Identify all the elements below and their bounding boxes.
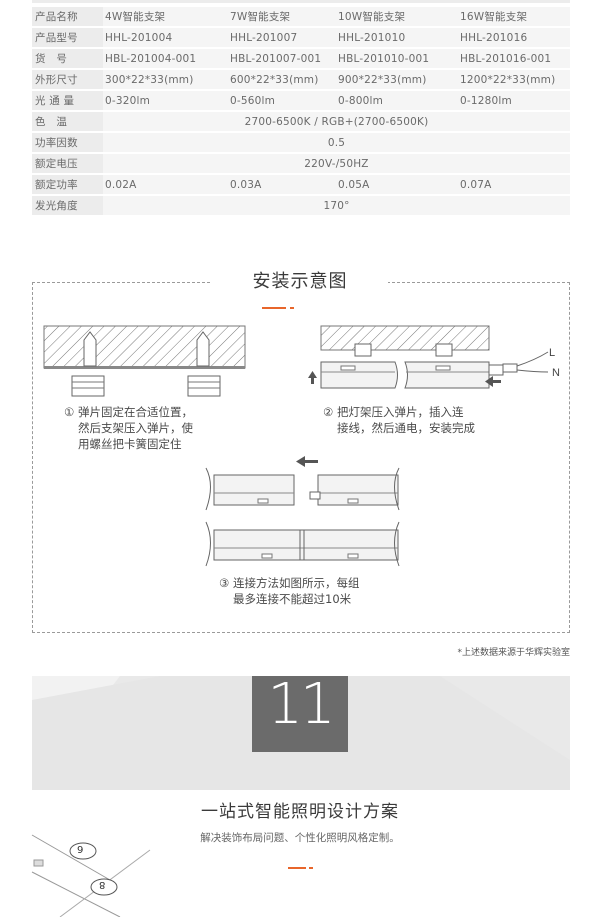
spec-label: 额定功率 bbox=[32, 175, 103, 194]
spec-value: HBL-201007-001 bbox=[224, 49, 332, 68]
spec-value: 0.05A bbox=[332, 175, 454, 194]
section-accent-dot bbox=[309, 867, 313, 869]
spec-value: 0.07A bbox=[454, 175, 570, 194]
spec-value: 0-320lm bbox=[103, 91, 224, 110]
section-title: 一站式智能照明设计方案 bbox=[201, 802, 399, 822]
step1-text: ① 弹片固定在合适位置， 然后支架压入弹片，使 用螺丝把卡簧固定住 bbox=[64, 405, 193, 451]
spec-value: 16W智能支架 bbox=[454, 7, 570, 26]
spec-value: 0-1280lm bbox=[454, 91, 570, 110]
wire-label-l: L bbox=[549, 347, 555, 359]
spec-label: 产品型号 bbox=[32, 28, 103, 47]
step2-illustration bbox=[308, 325, 549, 389]
spec-value: 0.02A bbox=[103, 175, 224, 194]
decor-label-8: 8 bbox=[99, 879, 106, 890]
spec-value: 900*22*33(mm) bbox=[332, 70, 454, 89]
spec-value: HHL-201016 bbox=[454, 28, 570, 47]
spec-value: 600*22*33(mm) bbox=[224, 70, 332, 89]
spec-value: 0.5 bbox=[103, 133, 570, 152]
install-title-accent-dot bbox=[290, 307, 294, 309]
section-number-box bbox=[252, 676, 348, 752]
spec-value: 0.03A bbox=[224, 175, 332, 194]
spec-value: HHL-201007 bbox=[224, 28, 332, 47]
spec-value: 10W智能支架 bbox=[332, 7, 454, 26]
spec-value: HBL-201016-001 bbox=[454, 49, 570, 68]
section-accent bbox=[288, 867, 306, 869]
spec-value: HHL-201004 bbox=[103, 28, 224, 47]
spec-value: HBL-201010-001 bbox=[332, 49, 454, 68]
spec-value: HHL-201010 bbox=[332, 28, 454, 47]
spec-value: 7W智能支架 bbox=[224, 7, 332, 26]
spec-label: 发光角度 bbox=[32, 196, 103, 215]
spec-label: 功率因数 bbox=[32, 133, 103, 152]
section-subtitle: 解决装饰布局问题、个性化照明风格定制。 bbox=[200, 832, 400, 844]
spec-value: 2700-6500K / RGB+(2700-6500K) bbox=[103, 112, 570, 131]
data-source-note: *上述数据来源于华辉实验室 bbox=[457, 648, 570, 658]
spec-value: 300*22*33(mm) bbox=[103, 70, 224, 89]
spec-value: 170° bbox=[103, 196, 570, 215]
spec-label: 额定电压 bbox=[32, 154, 103, 173]
install-title-accent bbox=[262, 307, 286, 309]
step2-text: ② 把灯架压入弹片，插入连 接线，然后通电，安装完成 bbox=[323, 405, 475, 435]
section-number: 11 bbox=[267, 672, 335, 737]
table-top-line bbox=[32, 0, 570, 3]
spec-value: 1200*22*33(mm) bbox=[454, 70, 570, 89]
spec-label: 货 号 bbox=[32, 49, 103, 68]
spec-value: HBL-201004-001 bbox=[103, 49, 224, 68]
step3-illustration bbox=[205, 456, 400, 567]
step1-illustration bbox=[43, 325, 246, 397]
spec-value: 220V-/50HZ bbox=[103, 154, 570, 173]
wire-label-n: N bbox=[552, 367, 560, 379]
spec-value: 0-560lm bbox=[224, 91, 332, 110]
spec-label: 产品名称 bbox=[32, 7, 103, 26]
spec-value: 4W智能支架 bbox=[103, 7, 224, 26]
step3-text: ③ 连接方法如图所示，每组 最多连接不能超过10米 bbox=[219, 576, 360, 606]
spec-label: 光 通 量 bbox=[32, 91, 103, 110]
install-title: 安装示意图 bbox=[212, 267, 388, 293]
spec-value: 0-800lm bbox=[332, 91, 454, 110]
spec-label: 外形尺寸 bbox=[32, 70, 103, 89]
spec-label: 色 温 bbox=[32, 112, 103, 131]
